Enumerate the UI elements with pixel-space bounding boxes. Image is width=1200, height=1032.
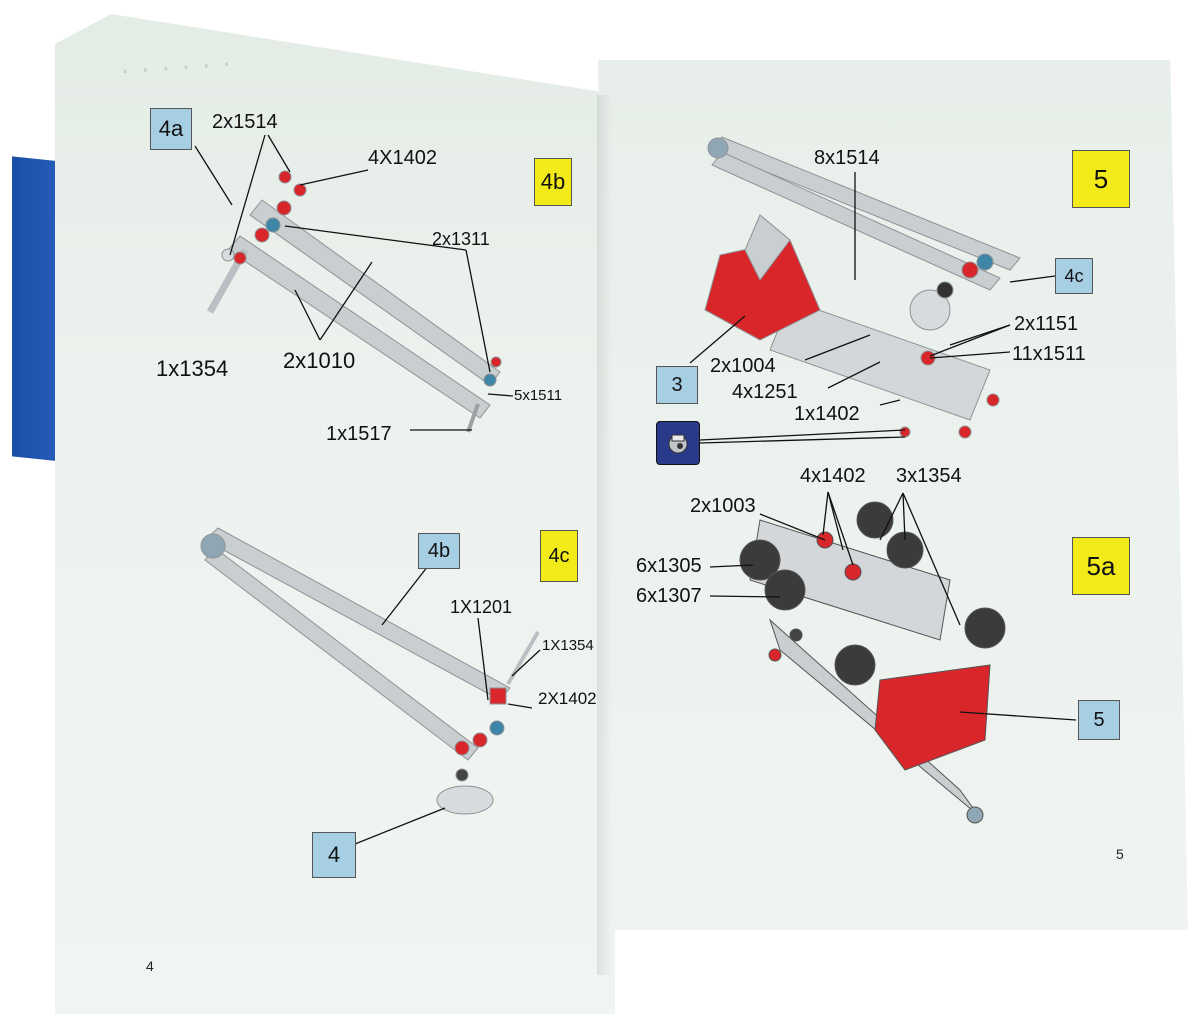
part-label: 4x1402 [800, 465, 866, 487]
step-ref-4b: 4b [418, 533, 460, 569]
part-label: 1X1354 [542, 637, 594, 654]
step-ref-3: 3 [656, 366, 698, 404]
part-label: 2x1514 [212, 111, 278, 133]
page-number-left: 4 [146, 958, 154, 974]
part-label: 6x1307 [636, 585, 702, 607]
step-badge-4c: 4c [540, 530, 578, 582]
part-label: 4X1402 [368, 147, 437, 169]
step-ref-4: 4 [312, 832, 356, 878]
part-label: 2x1004 [710, 355, 776, 377]
part-label: 1X1201 [450, 597, 513, 617]
step-badge-4a: 4a [150, 108, 192, 150]
step-badge-5a: 5a [1072, 537, 1130, 595]
step-badge-5: 5 [1072, 150, 1130, 208]
part-label: 8x1514 [814, 147, 880, 169]
part-label: 6x1305 [636, 555, 702, 577]
part-label: 1x1402 [794, 403, 860, 425]
booklet-spine [597, 95, 613, 975]
step-ref-5: 5 [1078, 700, 1120, 740]
part-label: 5x1511 [514, 387, 563, 404]
part-label: 2x1010 [283, 348, 356, 373]
step-badge-4b: 4b [534, 158, 572, 206]
page-number-right: 5 [1116, 846, 1124, 862]
part-label: 2x1003 [690, 495, 756, 517]
part-label: 3x1354 [896, 465, 962, 487]
part-label: 2X1402 [538, 689, 597, 708]
part-label: 4x1251 [732, 381, 798, 403]
part-label: 1x1354 [156, 356, 229, 381]
part-label: 11x1511 [1012, 343, 1086, 365]
screwdriver-tool-icon [656, 421, 700, 465]
part-label: 2x1311 [432, 229, 490, 249]
part-label: 1x1517 [326, 423, 392, 445]
step-ref-4c: 4c [1055, 258, 1093, 294]
part-label: 2x1151 [1014, 313, 1079, 335]
